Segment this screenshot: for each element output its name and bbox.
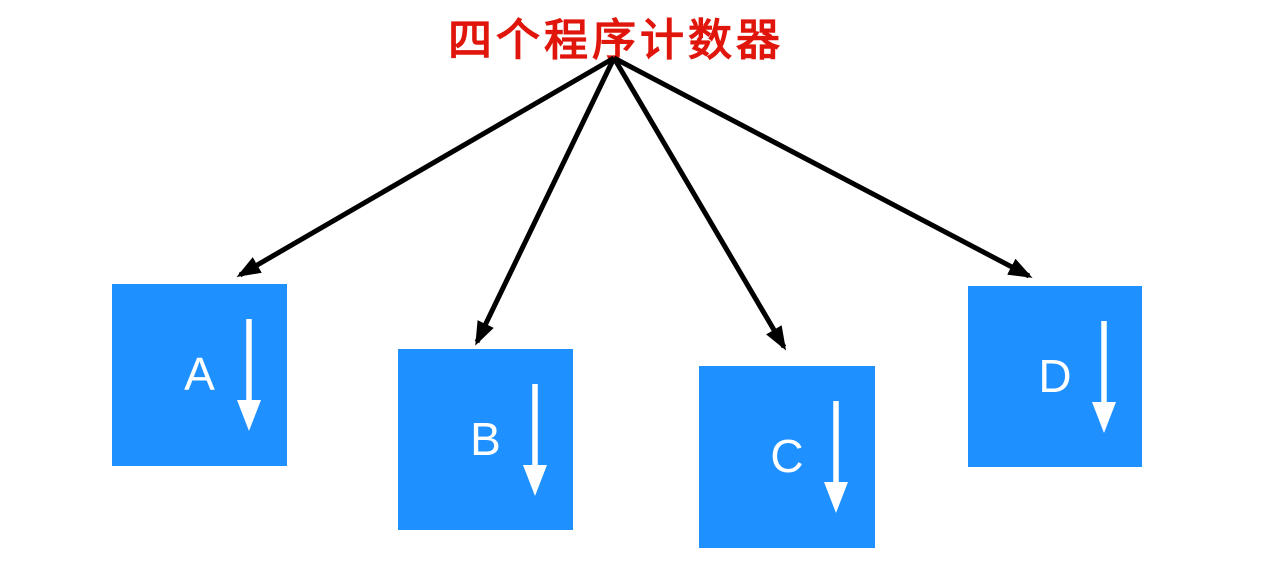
connector-line-a	[236, 55, 616, 278]
program-counter-box: A	[112, 284, 287, 466]
down-arrow-icon	[1092, 321, 1116, 433]
connector-line-b	[474, 56, 617, 346]
program-counter-label: D	[1038, 349, 1072, 402]
program-counter-box: C	[699, 366, 875, 548]
connector-line-c	[611, 56, 787, 351]
diagram-title: 四个程序计数器	[448, 16, 784, 65]
down-arrow-icon	[824, 401, 848, 513]
connector-line-d	[612, 55, 1033, 279]
down-arrow-icon	[522, 384, 547, 496]
program-counter-label: A	[184, 348, 215, 401]
program-counter-label: C	[770, 430, 804, 483]
down-arrow-icon	[236, 319, 261, 431]
program-counter-box: B	[398, 349, 573, 530]
program-counter-box: D	[968, 286, 1142, 467]
program-counter-label: B	[470, 412, 501, 465]
